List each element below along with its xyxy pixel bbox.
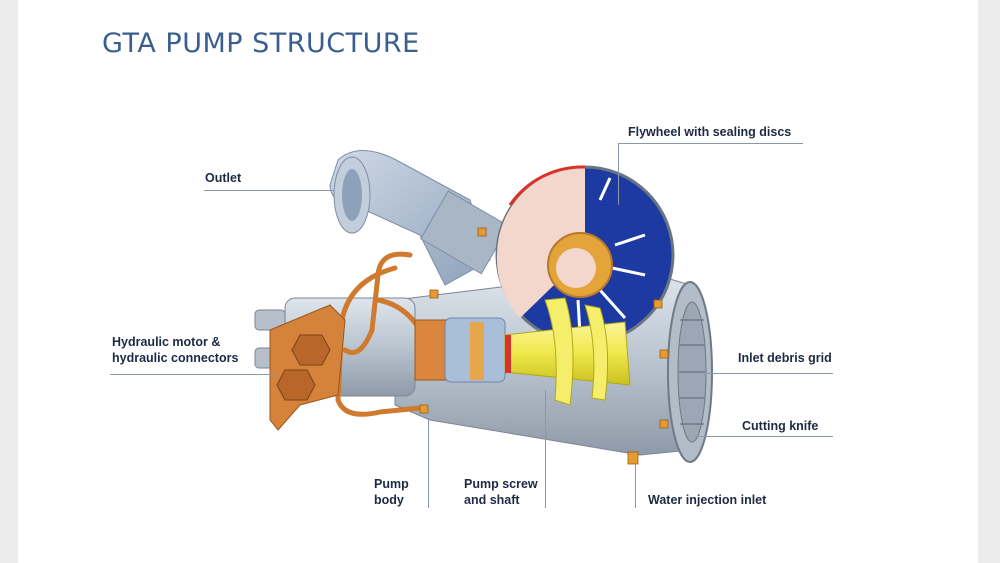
bolts: [419, 227, 669, 465]
flywheel-leader-v: [618, 143, 619, 205]
label-outlet: Outlet: [205, 171, 242, 185]
label-water-injection: Water injection inlet: [648, 493, 767, 507]
hex-connector-1: [291, 334, 331, 366]
inlet-grid-leader: [705, 373, 833, 374]
label-hydraulic-line2: hydraulic connectors: [112, 351, 239, 365]
label-pump-screw: Pump screw and shaft: [464, 476, 538, 508]
label-pump-body-line2: body: [374, 493, 404, 507]
hex-connector-2: [276, 369, 316, 401]
flywheel: [495, 165, 675, 345]
label-pump-body: Pump body: [374, 476, 409, 508]
label-hydraulic: Hydraulic motor & hydraulic connectors: [112, 334, 238, 366]
label-flywheel: Flywheel with sealing discs: [628, 125, 792, 139]
inlet-debris-grid: [667, 281, 713, 463]
label-pump-body-line1: Pump: [374, 477, 409, 491]
shaft-coupling: [414, 319, 448, 381]
pump-screw-leader: [545, 390, 546, 508]
shaft-ring: [470, 322, 484, 380]
slide: [18, 0, 978, 563]
water-injection-leader: [635, 462, 636, 508]
hydraulic-leader: [110, 374, 275, 375]
label-pump-screw-line1: Pump screw: [464, 477, 538, 491]
pump-body-leader: [428, 418, 429, 508]
outlet-leader: [204, 190, 334, 191]
pump-screw: [504, 297, 631, 406]
label-hydraulic-line1: Hydraulic motor &: [112, 335, 221, 349]
outlet-pipe: [329, 150, 510, 286]
label-cutting-knife: Cutting knife: [742, 419, 819, 433]
label-pump-screw-line2: and shaft: [464, 493, 520, 507]
cutting-knife-leader: [695, 436, 833, 437]
page-title: GTA PUMP STRUCTURE: [102, 28, 420, 59]
label-inlet-grid: Inlet debris grid: [738, 351, 832, 365]
flywheel-leader-h: [618, 143, 803, 144]
